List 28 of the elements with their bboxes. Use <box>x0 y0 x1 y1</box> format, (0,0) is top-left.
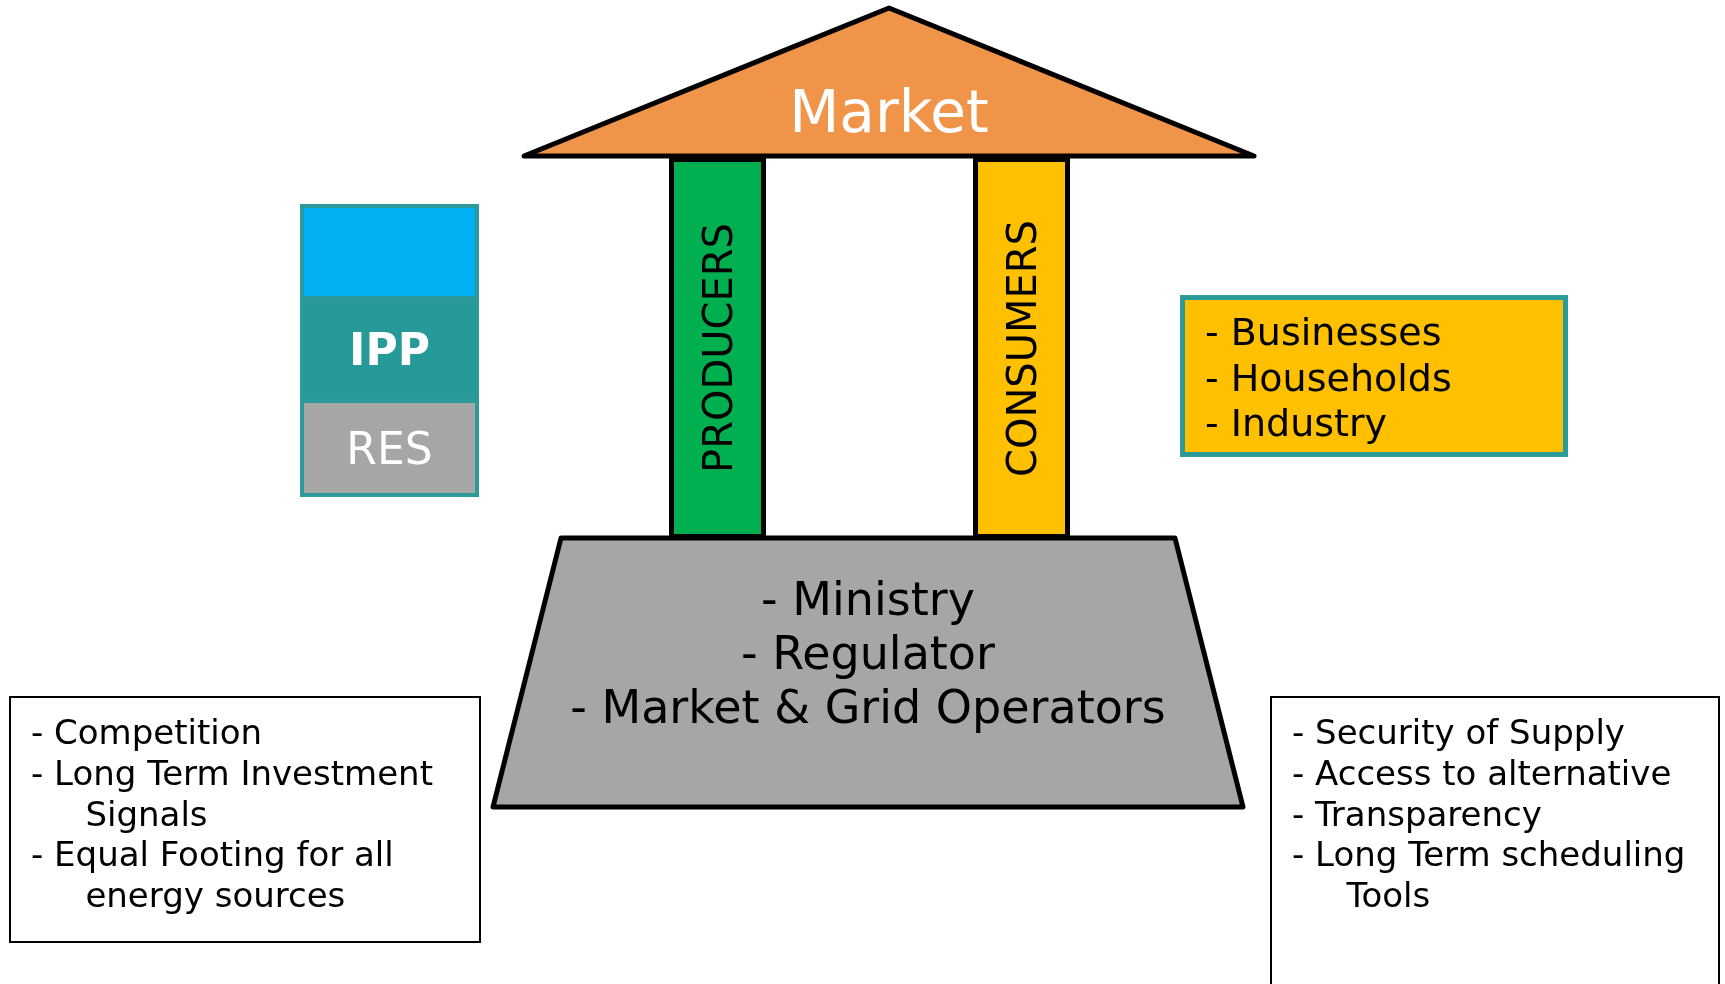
stack-box <box>300 399 479 497</box>
pillar-label: CONSUMERS <box>998 219 1045 477</box>
pillar-label: PRODUCERS <box>694 223 741 473</box>
list-box <box>1270 696 1720 984</box>
list-item: - Industry <box>1205 401 1389 447</box>
roof-triangle <box>520 4 1258 160</box>
list-item: - Businesses <box>1205 310 1443 356</box>
box-label: IPP <box>349 323 430 375</box>
foundation-item: - Ministry <box>761 571 975 626</box>
stack-box <box>300 204 479 300</box>
pillar <box>669 157 766 539</box>
list-item: - Security of Supply <box>1292 712 1626 753</box>
list-item: - Access to alternative <box>1292 752 1673 794</box>
list-item: - Households <box>1205 355 1453 402</box>
foundation-trapezoid <box>490 535 1246 810</box>
pillar <box>973 157 1070 539</box>
list-box <box>1180 295 1568 457</box>
list-box <box>9 696 481 943</box>
foundation-item: - Regulator <box>741 625 995 680</box>
box-label: RES <box>346 422 433 474</box>
list-item: - Equal Footing for all energy sources <box>31 834 395 916</box>
stack-box <box>300 299 479 399</box>
roof-title: Market <box>789 78 989 146</box>
list-item: - Long Term Investment Signals <box>31 752 434 835</box>
list-item: - Transparency <box>1292 793 1543 835</box>
list-item: - Competition <box>31 712 264 753</box>
list-item: - Long Term scheduling Tools <box>1292 834 1687 916</box>
foundation-item: - Market & Grid Operators <box>570 679 1166 734</box>
